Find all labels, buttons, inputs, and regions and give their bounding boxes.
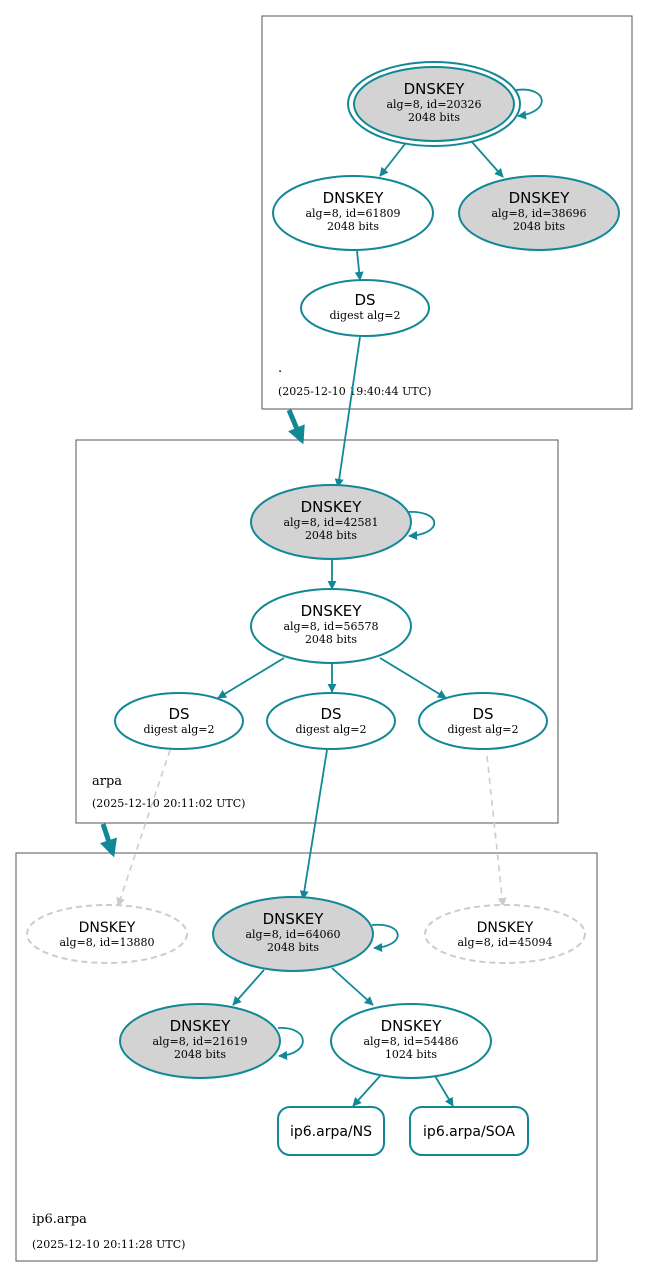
node-arpa-dnskey-42581[interactable]: DNSKEY alg=8, id=42581 2048 bits (250, 484, 412, 560)
node-ip6-dnskey-54486[interactable]: DNSKEY alg=8, id=54486 1024 bits (330, 1003, 492, 1079)
node-ip6-ns-shape (277, 1106, 385, 1156)
node-arpa-zsk-shape (250, 588, 412, 664)
node-root-ds-line1: digest alg=2 (329, 309, 400, 322)
node-arpa-dnskey-56578[interactable]: DNSKEY alg=8, id=56578 2048 bits (250, 588, 412, 664)
delegation-arrow-arpa-ip6 (99, 823, 117, 858)
node-ip6-key1-title: DNSKEY (170, 1017, 232, 1035)
zone-arpa-label: arpa (92, 774, 122, 789)
node-ip6-missing1-shape (26, 904, 188, 964)
node-root-ds-shape (300, 279, 430, 337)
edge-arpa-zsk-ds1 (217, 657, 285, 699)
node-arpa-ksk-shape (250, 484, 412, 560)
node-arpa-ds3-line1: digest alg=2 (447, 723, 518, 736)
node-ip6-key1-line2: 2048 bits (174, 1048, 226, 1061)
node-arpa-ksk-line1: alg=8, id=42581 (283, 516, 378, 529)
zone-root-timestamp: (2025-12-10 19:40:44 UTC) (278, 385, 431, 398)
node-ip6-key1-line1: alg=8, id=21619 (152, 1035, 247, 1048)
node-ip6-key1-shape (119, 1003, 281, 1079)
edge-ip6-ksk-key1 (232, 969, 265, 1006)
node-arpa-ds2-title: DS (320, 705, 341, 723)
node-ip6-ns-label: ip6.arpa/NS (290, 1124, 372, 1140)
edge-ip6-ksk-zsk (331, 967, 374, 1006)
node-root-zsk1-shape (272, 175, 434, 251)
edge-arpa-ds1-missing1 (116, 749, 171, 907)
node-ip6-missing2-line1: alg=8, id=45094 (457, 936, 552, 949)
node-root-ksk-20326[interactable]: DNSKEY alg=8, id=20326 2048 bits (347, 61, 521, 147)
node-ip6-dnskey-45094-missing[interactable]: DNSKEY alg=8, id=45094 (424, 904, 586, 964)
node-arpa-ds1-title: DS (168, 705, 189, 723)
node-ip6-missing2-shape (424, 904, 586, 964)
zone-ip6-label: ip6.arpa (32, 1212, 87, 1227)
edge-arpa-zsk-ds3 (379, 657, 447, 699)
edge-arpa-ds2-ip6-ksk (299, 749, 328, 900)
edge-arpa-ds3-missing2 (486, 755, 507, 907)
delegation-arrow-root-arpa (286, 409, 305, 445)
node-root-zsk2-title: DNSKEY (509, 189, 571, 207)
node-root-zsk1-line2: 2048 bits (327, 220, 379, 233)
node-root-ksk-title: DNSKEY (404, 80, 466, 98)
node-root-ksk-inner (353, 66, 515, 142)
node-ip6-dnskey-21619[interactable]: DNSKEY alg=8, id=21619 2048 bits (119, 1003, 281, 1079)
edge-root-ksk-self (515, 88, 543, 120)
node-ip6-arpa-soa[interactable]: ip6.arpa/SOA (409, 1106, 529, 1156)
node-ip6-soa-shape (409, 1106, 529, 1156)
node-ip6-missing2-title: DNSKEY (477, 920, 534, 936)
node-ip6-missing1-title: DNSKEY (79, 920, 136, 936)
node-ip6-missing1-line1: alg=8, id=13880 (59, 936, 154, 949)
node-ip6-zsk-title: DNSKEY (381, 1017, 443, 1035)
edge-ip6-zsk-soa (434, 1075, 454, 1107)
node-root-zsk1-title: DNSKEY (323, 189, 385, 207)
node-root-zsk2-line1: alg=8, id=38696 (491, 207, 586, 220)
node-arpa-ds1-shape (114, 692, 244, 750)
node-ip6-arpa-ns[interactable]: ip6.arpa/NS (277, 1106, 385, 1156)
node-root-zsk2-line2: 2048 bits (513, 220, 565, 233)
node-arpa-ds3-shape (418, 692, 548, 750)
edge-ip6-ksk-self (371, 923, 399, 952)
node-ip6-ksk-shape (212, 896, 374, 972)
edge-root-ksk-zsk2 (471, 141, 504, 178)
node-arpa-ds2-shape (266, 692, 396, 750)
node-ip6-dnskey-13880-missing[interactable]: DNSKEY alg=8, id=13880 (26, 904, 188, 964)
edge-root-ds-arpa-ksk (334, 336, 361, 488)
node-arpa-ds1-line1: digest alg=2 (143, 723, 214, 736)
node-ip6-ksk-line2: 2048 bits (267, 941, 319, 954)
zone-ip6-timestamp: (2025-12-10 20:11:28 UTC) (32, 1238, 185, 1251)
node-root-ksk-line2: 2048 bits (408, 111, 460, 124)
edge-root-ksk-zsk1 (379, 143, 406, 177)
edge-arpa-ksk-self (406, 511, 436, 541)
zone-root-label: . (278, 361, 282, 376)
node-root-dnskey-61809[interactable]: DNSKEY alg=8, id=61809 2048 bits (272, 175, 434, 251)
node-arpa-ds-2[interactable]: DS digest alg=2 (266, 692, 396, 750)
node-root-ds[interactable]: DS digest alg=2 (300, 279, 430, 337)
node-root-zsk1-line1: alg=8, id=61809 (305, 207, 400, 220)
node-root-dnskey-38696[interactable]: DNSKEY alg=8, id=38696 2048 bits (458, 175, 620, 251)
node-root-zsk2-shape (458, 175, 620, 251)
node-ip6-ksk-title: DNSKEY (263, 910, 325, 928)
edge-ip6-zsk-ns (352, 1075, 381, 1107)
node-arpa-ksk-line2: 2048 bits (305, 529, 357, 542)
node-ip6-ksk-line1: alg=8, id=64060 (245, 928, 340, 941)
node-arpa-zsk-title: DNSKEY (301, 602, 363, 620)
node-arpa-ds-3[interactable]: DS digest alg=2 (418, 692, 548, 750)
node-arpa-zsk-line2: 2048 bits (305, 633, 357, 646)
node-arpa-ds2-line1: digest alg=2 (295, 723, 366, 736)
node-ip6-zsk-line2: 1024 bits (385, 1048, 437, 1061)
node-ip6-zsk-line1: alg=8, id=54486 (363, 1035, 458, 1048)
node-arpa-zsk-line1: alg=8, id=56578 (283, 620, 378, 633)
node-arpa-ds3-title: DS (472, 705, 493, 723)
node-root-ds-title: DS (354, 291, 375, 309)
node-ip6-dnskey-64060[interactable]: DNSKEY alg=8, id=64060 2048 bits (212, 896, 374, 972)
zone-arpa-timestamp: (2025-12-10 20:11:02 UTC) (92, 797, 245, 810)
node-ip6-soa-label: ip6.arpa/SOA (423, 1124, 515, 1140)
node-root-ksk-line1: alg=8, id=20326 (386, 98, 481, 111)
node-arpa-ksk-title: DNSKEY (301, 498, 363, 516)
edge-ip6-key1-self (277, 1027, 304, 1060)
node-ip6-zsk-shape (330, 1003, 492, 1079)
node-arpa-ds-1[interactable]: DS digest alg=2 (114, 692, 244, 750)
edge-root-zsk1-ds (354, 250, 364, 281)
